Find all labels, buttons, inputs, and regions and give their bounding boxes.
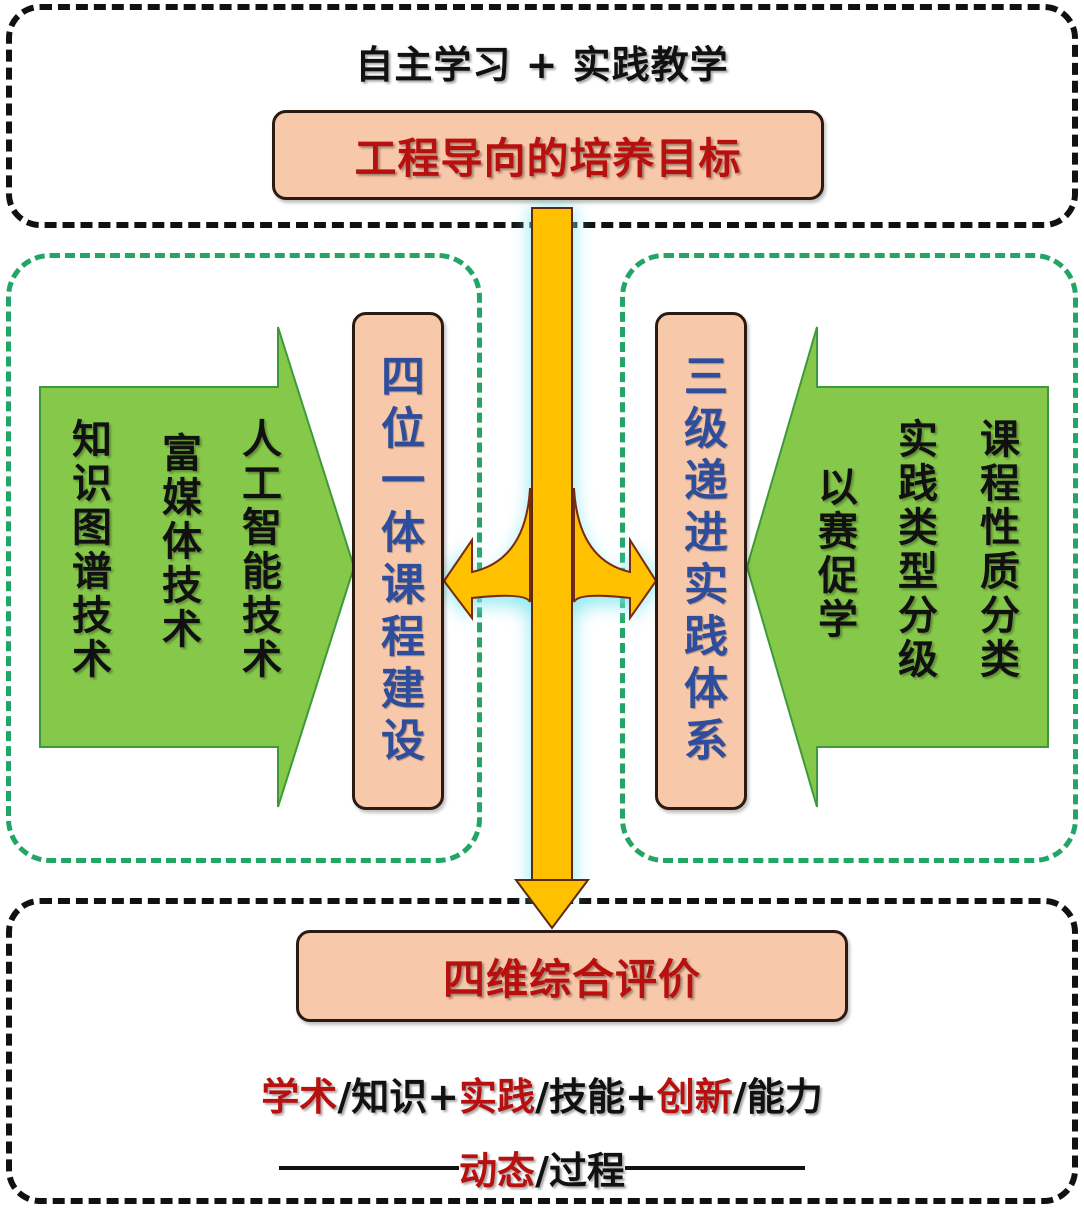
evaluation-dimensions-line: 学术/知识+实践/技能+创新/能力 (0, 1066, 1084, 1121)
evaluation-process-line: 动态/过程 (0, 1140, 1084, 1195)
left-item-knowledge-graph: 知识图谱技术 (65, 418, 111, 682)
central-flow-arrow-icon (440, 207, 660, 930)
four-in-one-course-box: 四位一体课程建设 (352, 312, 444, 810)
eval-practice: 实践 (459, 1075, 536, 1119)
eval-process: /过程 (535, 1149, 625, 1193)
eval-skill: /技能+ (535, 1075, 657, 1119)
right-rule-divider (624, 1165, 805, 1170)
right-green-arrow-icon (745, 326, 1049, 808)
evaluation-box: 四维综合评价 (296, 930, 848, 1022)
left-green-arrow-icon (39, 326, 356, 808)
right-green-dashed-container (620, 253, 1078, 863)
evaluation-title: 四维综合评价 (442, 954, 701, 1004)
eval-knowledge: /知识+ (337, 1075, 460, 1119)
eval-dynamic: 动态 (459, 1149, 536, 1193)
left-item-rich-media: 富媒体技术 (155, 432, 201, 652)
left-green-dashed-container (6, 253, 482, 863)
eval-academic: 学术 (261, 1075, 338, 1119)
left-rule-divider (279, 1165, 460, 1170)
three-level-practice-box: 三级递进实践体系 (655, 312, 747, 810)
left-item-ai: 人工智能技术 (235, 418, 281, 682)
right-item-practice-grading: 实践类型分级 (891, 418, 937, 682)
three-level-practice-title: 三级递进实践体系 (676, 353, 727, 769)
eval-ability: /能力 (732, 1075, 823, 1119)
training-goal-title: 工程导向的培养目标 (354, 133, 742, 183)
top-heading: 自主学习 + 实践教学 (355, 43, 729, 87)
eval-innovation: 创新 (656, 1075, 733, 1119)
right-item-course-classification: 课程性质分类 (973, 418, 1019, 682)
training-goal-box: 工程导向的培养目标 (272, 110, 824, 200)
four-in-one-course-title: 四位一体课程建设 (373, 353, 424, 769)
right-item-competition: 以赛促学 (811, 466, 857, 642)
